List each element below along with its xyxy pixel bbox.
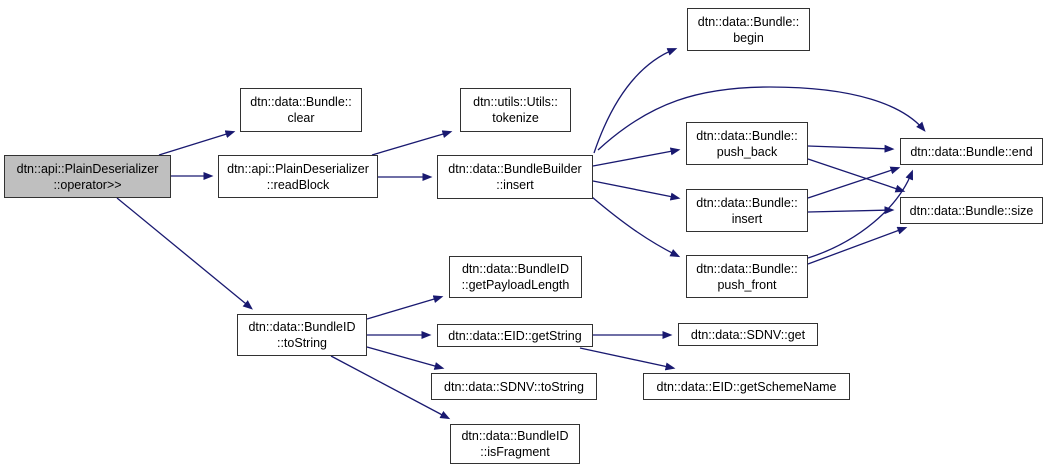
edge-bbinsert-to-insert	[592, 180, 681, 201]
node-label: dtn::data::Bundle::size	[909, 203, 1034, 218]
edge-bbinsert-to-begin	[593, 48, 678, 154]
node-label: ::insert	[496, 178, 534, 192]
node-label: dtn::data::Bundle::	[697, 14, 800, 29]
node-label: dtn::data::Bundle::	[696, 195, 798, 210]
node-label: insert	[731, 211, 763, 226]
edge-tostring-to-sdnvtostring	[366, 346, 445, 370]
node-sdnv-get[interactable]: dtn::data::SDNV::get	[678, 323, 818, 346]
node-label: tokenize	[492, 111, 539, 125]
node-eid-getstring[interactable]: dtn::data::EID::getString	[437, 324, 593, 347]
node-label: dtn::data::EID::getString	[448, 328, 582, 343]
node-label: ::getPayloadLength	[461, 278, 570, 292]
node-bundle-pushback[interactable]: dtn::data::Bundle:: push_back	[686, 122, 808, 165]
edge-bbinsert-to-pushback	[592, 147, 681, 167]
node-bundle-size[interactable]: dtn::data::Bundle::size	[900, 197, 1043, 224]
node-plaindeserializer-readblock[interactable]: dtn::api::PlainDeserializer ::readBlock	[218, 155, 378, 198]
node-label: begin	[733, 30, 764, 45]
edge-readblock-to-tokenize	[371, 130, 453, 156]
node-bundle-pushfront[interactable]: dtn::data::Bundle:: push_front	[686, 255, 808, 298]
edge-bbinsert-to-end	[597, 86, 926, 151]
node-plaindeserializer-operator[interactable]: dtn::api::PlainDeserializer ::operator>>	[4, 155, 171, 198]
node-bundleid-getpayloadlength[interactable]: dtn::data::BundleID ::getPayloadLength	[449, 256, 582, 298]
node-label: dtn::data::SDNV::toString	[444, 379, 584, 394]
node-label: push_front	[717, 277, 777, 292]
node-label: dtn::data::BundleID	[248, 320, 356, 334]
edge-pushfront-to-size	[807, 226, 908, 265]
node-bundle-clear[interactable]: dtn::data::Bundle:: clear	[240, 88, 362, 132]
edge-pushback-to-size	[807, 158, 906, 193]
node-label: dtn::data::BundleID	[461, 262, 570, 276]
edge-pushfront-to-end	[807, 169, 914, 259]
node-label: ::isFragment	[480, 445, 550, 459]
edge-insert-to-end	[807, 166, 901, 199]
node-label: dtn::data::Bundle::	[696, 128, 798, 143]
node-label: dtn::api::PlainDeserializer	[227, 161, 369, 176]
node-label: dtn::data::Bundle::	[696, 261, 798, 276]
node-bundleid-isfragment[interactable]: dtn::data::BundleID ::isFragment	[450, 424, 580, 464]
node-label: dtn::data::SDNV::get	[690, 327, 806, 342]
node-label: push_back	[716, 144, 778, 159]
node-bundle-end[interactable]: dtn::data::Bundle::end	[900, 138, 1043, 165]
node-label: dtn::data::BundleID	[461, 429, 569, 443]
node-label: dtn::data::BundleBuilder	[448, 162, 582, 176]
node-label: dtn::utils::Utils::	[473, 95, 558, 109]
node-eid-getschemename[interactable]: dtn::data::EID::getSchemeName	[643, 373, 850, 400]
edge-bbinsert-to-pushfront	[591, 196, 681, 258]
node-label: dtn::data::Bundle::	[250, 95, 352, 109]
edge-operator-to-clear	[158, 130, 236, 156]
node-utils-tokenize[interactable]: dtn::utils::Utils:: tokenize	[460, 88, 571, 132]
node-label: dtn::data::Bundle::end	[910, 144, 1033, 159]
node-bundlebuilder-insert[interactable]: dtn::data::BundleBuilder ::insert	[437, 155, 593, 199]
edge-operator-to-tostring	[116, 197, 253, 310]
edge-tostring-to-getpayloadlength	[366, 295, 444, 320]
node-label: ::toString	[276, 336, 328, 350]
edge-insert-to-size	[807, 206, 895, 215]
node-sdnv-tostring[interactable]: dtn::data::SDNV::toString	[431, 373, 597, 400]
edge-tostring-to-isfragment	[330, 355, 451, 420]
node-bundle-begin[interactable]: dtn::data::Bundle:: begin	[687, 8, 810, 51]
edge-getstring-to-getschemename	[579, 347, 676, 371]
node-label: clear	[287, 111, 315, 125]
node-label: dtn::data::EID::getSchemeName	[656, 379, 837, 394]
node-label: dtn::api::PlainDeserializer	[16, 161, 159, 176]
node-label: ::readBlock	[266, 177, 330, 192]
node-bundle-insert[interactable]: dtn::data::Bundle:: insert	[686, 189, 808, 232]
node-bundleid-tostring[interactable]: dtn::data::BundleID ::toString	[237, 314, 367, 356]
edge-pushback-to-end	[807, 144, 895, 153]
node-label: ::operator>>	[53, 177, 122, 192]
